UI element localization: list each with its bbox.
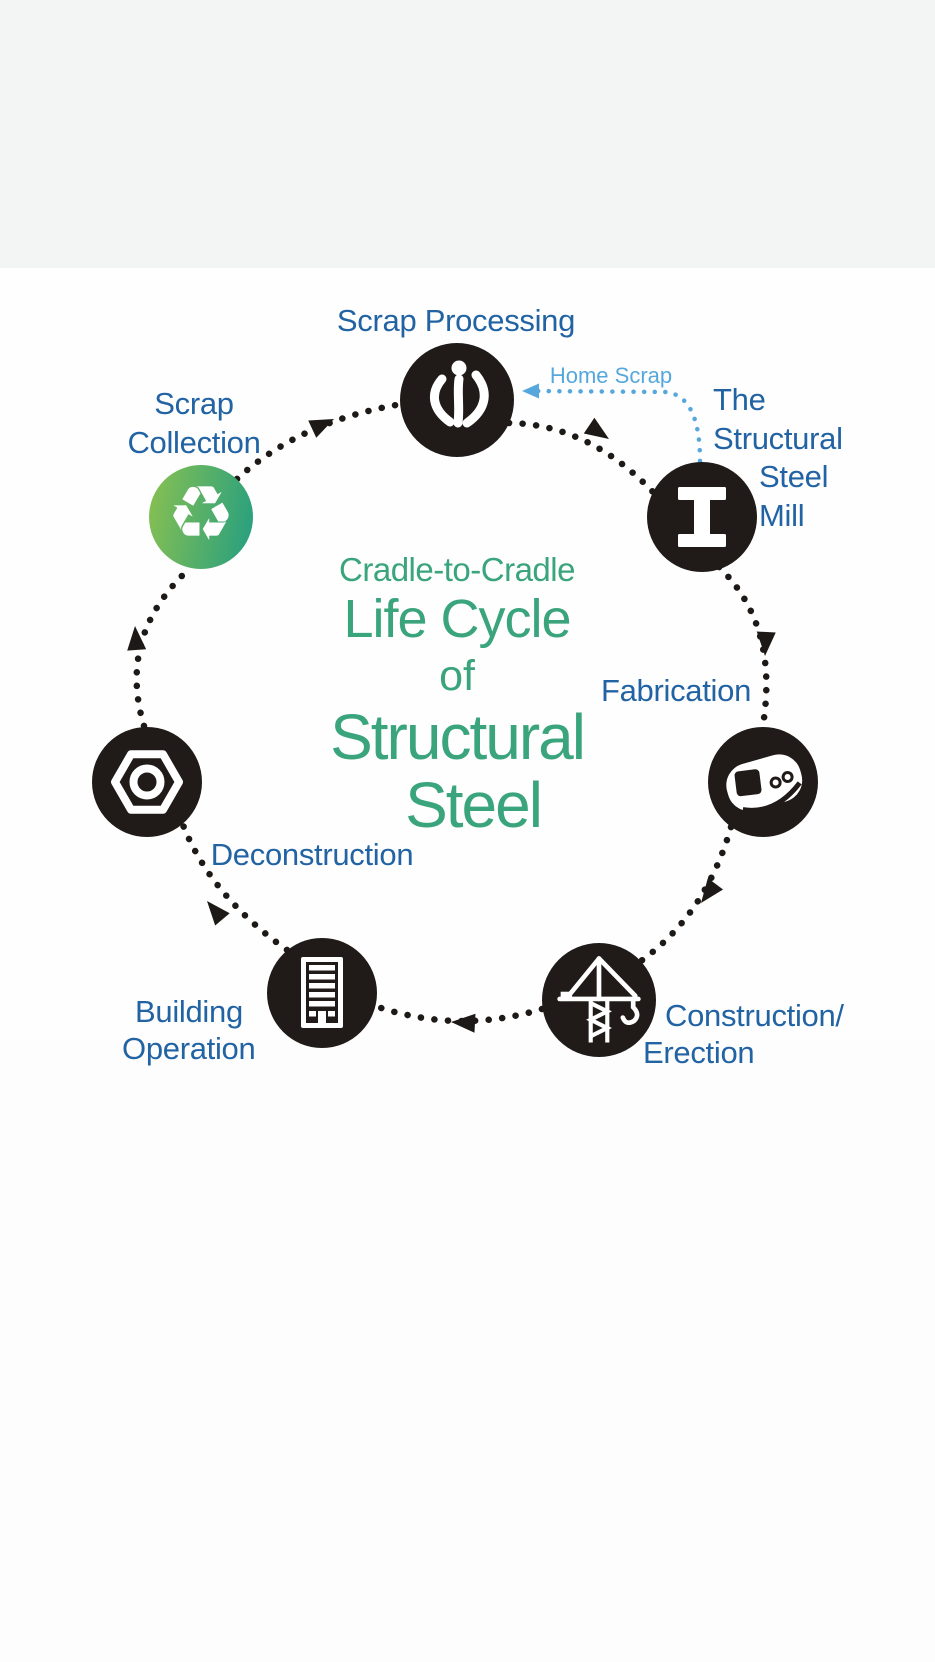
- tower-crane-icon: [557, 956, 641, 1043]
- recycle-icon: ♻: [166, 469, 236, 558]
- center-title: Cradle-to-Cradle Life Cycle of Structura…: [330, 551, 586, 838]
- label-fabrication: Fabrication: [600, 673, 752, 708]
- top-background-band: [0, 0, 935, 268]
- node-deconstruction: [92, 727, 202, 837]
- label-line: Erection: [643, 1035, 755, 1070]
- hex-nut-icon: [111, 750, 183, 814]
- node-scrap-collection: ♻: [149, 465, 253, 569]
- title-line-life-cycle: Life Cycle: [343, 589, 571, 649]
- title-line-steel: Steel: [405, 769, 543, 841]
- label-scrap-collection: Scrap Collection: [127, 384, 260, 462]
- label-home-scrap: Home Scrap: [549, 363, 673, 388]
- office-building-icon: [301, 957, 343, 1028]
- node-fabrication: [708, 727, 818, 837]
- label-line: Collection: [127, 425, 261, 460]
- grapple-claw-icon: [430, 360, 489, 428]
- label-deconstruction: Deconstruction: [210, 837, 414, 872]
- node-construction-erection: [542, 943, 656, 1057]
- label-line: Structural: [713, 420, 843, 456]
- label-line: Building: [135, 994, 243, 1029]
- node-building-operation: [267, 938, 377, 1048]
- title-line-cradle-to-cradle: Cradle-to-Cradle: [339, 551, 575, 588]
- label-building-operation: Building Operation: [122, 993, 256, 1067]
- title-line-of: of: [439, 652, 475, 700]
- label-line: The: [713, 382, 766, 417]
- i-beam-icon: [678, 487, 726, 547]
- title-line-structural: Structural: [330, 701, 586, 773]
- label-line: Construction/: [665, 998, 844, 1033]
- label-line: Steel: [759, 459, 829, 494]
- label-line: Operation: [122, 1031, 256, 1066]
- label-construction-erection: Construction/ Erection: [643, 997, 844, 1071]
- label-structural-steel-mill: The Structural Steel Mill: [713, 381, 843, 535]
- label-line: Mill: [759, 497, 805, 533]
- welding-helmet-icon: [726, 754, 803, 813]
- node-structural-steel-mill: [647, 462, 757, 572]
- node-scrap-processing: [400, 343, 514, 457]
- label-scrap-processing: Scrap Processing: [336, 303, 576, 338]
- label-line: Scrap: [154, 386, 234, 421]
